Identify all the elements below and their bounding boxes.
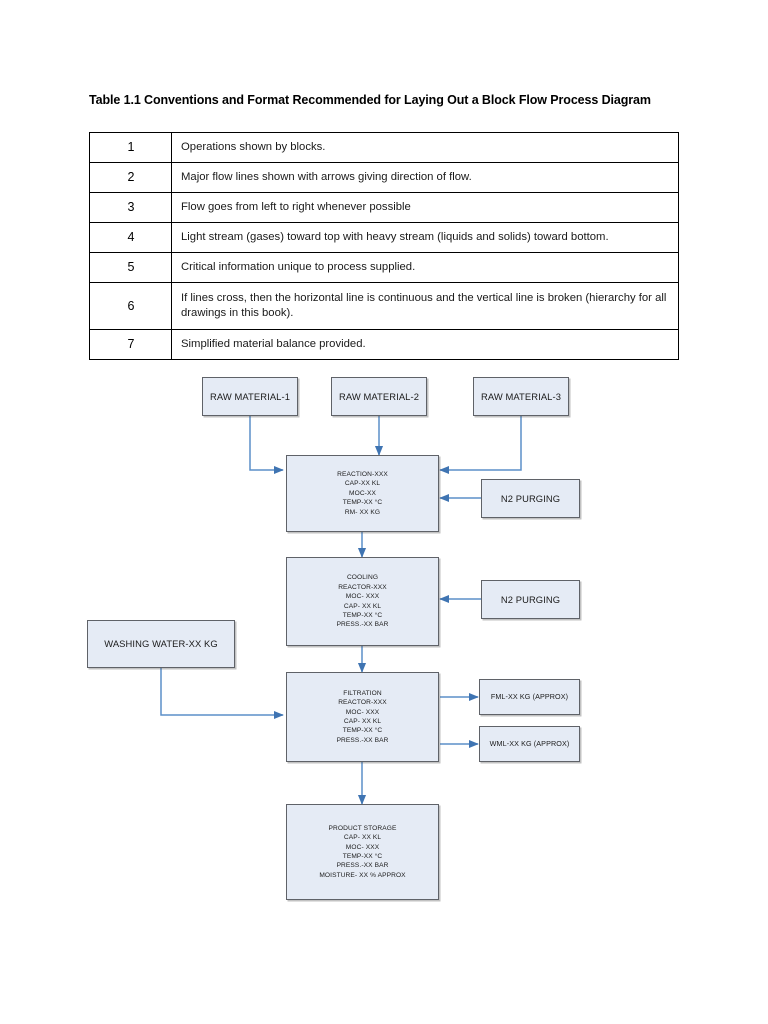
node-raw-material-1[interactable]: RAW MATERIAL-1 [202,377,298,416]
node-fml-output-label: FML-XX KG (APPROX) [490,691,569,701]
node-wml-output[interactable]: WML-XX KG (APPROX) [479,726,580,762]
row-number: 7 [89,329,172,360]
node-raw-material-3[interactable]: RAW MATERIAL-3 [473,377,569,416]
node-washing-water-label: WASHING WATER-XX KG [104,638,218,650]
row-number: 6 [89,282,172,330]
node-wml-output-label: WML-XX KG (APPROX) [489,738,570,748]
node-n2-purging-cooling[interactable]: N2 PURGING [481,580,580,619]
row-text: Simplified material balance provided. [171,329,679,360]
table-row: 1 Operations shown by blocks. [89,132,679,163]
table-row: 7 Simplified material balance provided. [89,329,679,360]
node-n2-purging-reaction-label: N2 PURGING [500,492,561,504]
node-raw-material-1-label: RAW MATERIAL-1 [209,390,291,402]
connector-washing-to-filtration [160,668,284,720]
node-raw-material-2[interactable]: RAW MATERIAL-2 [331,377,427,416]
node-washing-water[interactable]: WASHING WATER-XX KG [87,620,235,668]
node-fml-output[interactable]: FML-XX KG (APPROX) [479,679,580,715]
table-row: 2 Major flow lines shown with arrows giv… [89,162,679,193]
node-raw-material-3-label: RAW MATERIAL-3 [480,390,562,402]
node-n2-purging-reaction[interactable]: N2 PURGING [481,479,580,518]
row-text: Flow goes from left to right whenever po… [171,192,679,223]
row-text: Critical information unique to process s… [171,252,679,283]
connector-rm3-to-reaction [439,416,522,475]
row-number: 4 [89,222,172,253]
table-row: 3 Flow goes from left to right whenever … [89,192,679,223]
node-n2-purging-cooling-label: N2 PURGING [500,593,561,605]
page-title: Table 1.1 Conventions and Format Recomme… [89,93,651,107]
connector-rm1-to-reaction [249,416,284,475]
table-row: 5 Critical information unique to process… [89,252,679,283]
row-number: 3 [89,192,172,223]
row-text: Operations shown by blocks. [171,132,679,163]
table-row: 6 If lines cross, then the horizontal li… [89,282,679,330]
row-text: If lines cross, then the horizontal line… [171,282,679,330]
conventions-table: 1 Operations shown by blocks. 2 Major fl… [89,132,679,360]
row-text: Major flow lines shown with arrows givin… [171,162,679,193]
row-number: 1 [89,132,172,163]
node-raw-material-2-label: RAW MATERIAL-2 [338,390,420,402]
